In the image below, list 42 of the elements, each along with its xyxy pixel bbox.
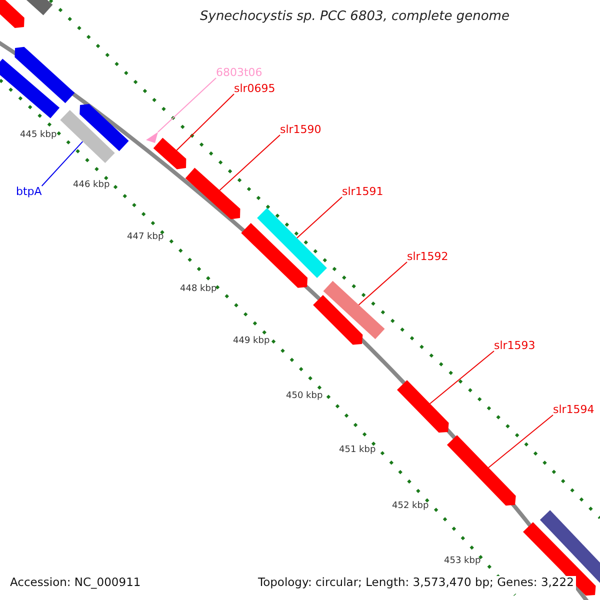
- scale-label: 446 kbp: [73, 181, 110, 190]
- gene-marker: [146, 132, 158, 143]
- gene-block: [313, 295, 363, 345]
- gene-label: slr1590: [280, 124, 322, 135]
- leader-line: [358, 262, 408, 306]
- scale-label: 449 kbp: [233, 337, 270, 346]
- leader-line: [296, 196, 342, 239]
- leader-line: [219, 134, 280, 191]
- gene-block: [397, 380, 449, 433]
- gene-block: [185, 168, 240, 220]
- scale-label: 452 kbp: [392, 502, 429, 511]
- gene-block: [60, 110, 115, 164]
- scale-label: 447 kbp: [127, 233, 164, 242]
- scale-label: 453 kbp: [444, 557, 481, 566]
- gene-block: [153, 138, 186, 170]
- gene-label: slr0695: [234, 83, 276, 94]
- leader-line: [158, 78, 216, 132]
- scale-label: 451 kbp: [339, 446, 376, 455]
- gene-block: [0, 58, 60, 118]
- leader-line: [430, 350, 494, 404]
- scale-label: 448 kbp: [180, 285, 217, 294]
- footer-text: Topology: circular; Length: 3,573,470 bp; Genes: 3,222: [256, 576, 576, 590]
- gene-block: [257, 208, 327, 278]
- gene-block: [323, 280, 385, 340]
- leader-line: [488, 414, 554, 468]
- footer-text: Accession: NC_000911: [8, 576, 143, 590]
- gene-block: [446, 435, 516, 506]
- leader-line: [41, 141, 84, 186]
- gene-label: btpA: [16, 186, 42, 197]
- scale-label: 450 kbp: [286, 392, 323, 401]
- gene-label: slr1593: [494, 340, 536, 351]
- gene-label: slr1592: [407, 251, 448, 262]
- leader-line: [176, 94, 234, 151]
- gene-block: [14, 46, 75, 104]
- gene-label: 6803t06: [216, 67, 262, 78]
- scale-label: 445 kbp: [20, 131, 57, 140]
- gene-label: slr1594: [553, 404, 594, 415]
- diagram-title: Synechocystis sp. PCC 6803, complete genome: [200, 10, 510, 23]
- gene-block: [0, 0, 24, 28]
- gene-block: [241, 222, 308, 288]
- gene-block: [80, 104, 129, 152]
- gene-label: slr1591: [342, 186, 384, 197]
